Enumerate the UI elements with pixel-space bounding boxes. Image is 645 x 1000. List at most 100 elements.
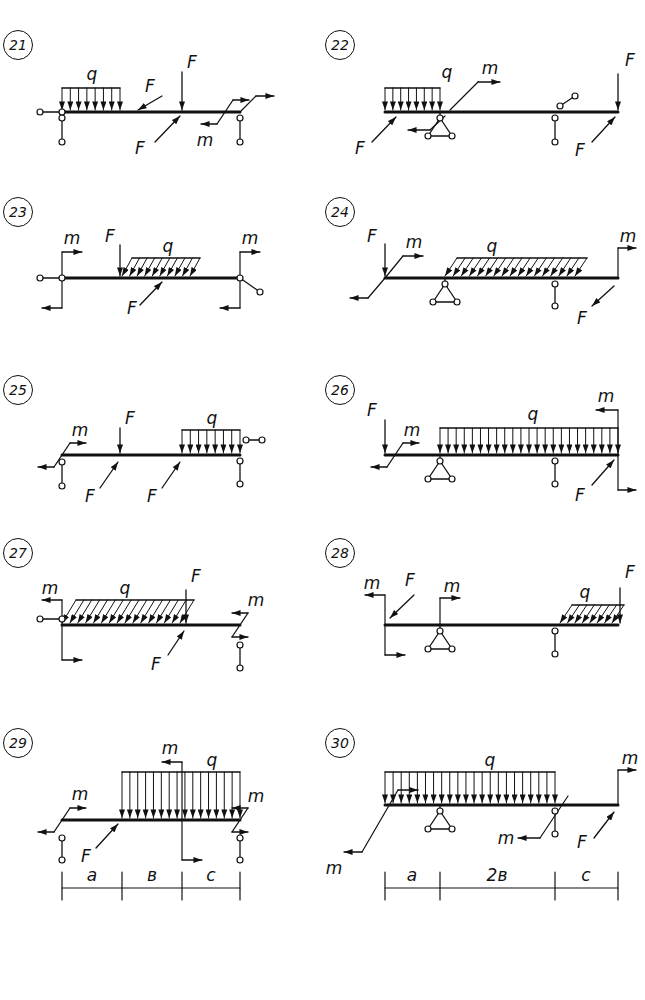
- moment-arrow: [403, 442, 419, 443]
- force-arrow: [155, 116, 180, 142]
- load-arrow: [232, 772, 233, 818]
- load-arrow: [156, 600, 170, 623]
- load-arrow: [62, 88, 63, 110]
- load-label: q: [579, 584, 592, 601]
- hinge-circle: [552, 831, 558, 837]
- hinge-circle: [437, 628, 443, 634]
- hinge-circle: [425, 646, 431, 652]
- load-label: m: [325, 860, 344, 877]
- load-arrow: [440, 88, 441, 110]
- hinge-circle: [430, 299, 436, 305]
- load-label: q: [484, 752, 497, 769]
- moment-arrow: [232, 831, 248, 832]
- load-label: F: [146, 488, 158, 505]
- leader-line: [181, 872, 182, 900]
- hinge-circle: [572, 93, 578, 99]
- load-label: F: [624, 52, 636, 69]
- load-arrow: [601, 428, 602, 453]
- load-arrow: [184, 772, 185, 818]
- load-arrow: [408, 88, 409, 110]
- force-arrow: [478, 81, 500, 82]
- load-label: F: [354, 140, 366, 157]
- force-arrow: [592, 117, 615, 142]
- beam-line: [385, 111, 618, 114]
- load-arrow: [480, 428, 481, 453]
- moment-line: [217, 100, 233, 124]
- leader-line: [385, 887, 618, 888]
- load-arrow: [425, 772, 426, 803]
- load-label: F: [576, 310, 588, 327]
- load-arrow: [93, 600, 107, 623]
- force-arrow: [592, 286, 614, 306]
- hinge-circle: [237, 481, 243, 487]
- load-arrow: [409, 772, 410, 803]
- variant-circle: 24: [325, 197, 355, 227]
- load-label: F: [186, 54, 198, 71]
- beam-line: [62, 277, 240, 280]
- dimension-label: 2в: [486, 867, 509, 884]
- force-arrow: [162, 462, 180, 488]
- load-arrow: [449, 772, 450, 803]
- leader-line: [617, 770, 618, 805]
- load-label: m: [196, 132, 215, 149]
- beam-line: [385, 624, 618, 627]
- load-arrow: [520, 428, 521, 453]
- beam-line: [385, 277, 618, 280]
- force-arrow: [168, 631, 184, 655]
- leader-line: [121, 872, 122, 900]
- beam-line: [62, 454, 240, 457]
- load-arrow: [474, 772, 475, 803]
- load-line: [122, 771, 240, 772]
- leader-line: [239, 872, 240, 900]
- load-arrow: [582, 605, 594, 623]
- load-arrow: [472, 428, 473, 453]
- load-arrow: [456, 428, 457, 453]
- load-arrow: [206, 430, 207, 453]
- variant-circle: 21: [3, 30, 33, 60]
- load-label: F: [150, 656, 162, 673]
- load-label: m: [403, 422, 422, 439]
- leader-line: [61, 872, 62, 900]
- load-arrow: [537, 428, 538, 453]
- hinge-circle: [552, 481, 558, 487]
- hinge-circle: [425, 826, 431, 832]
- leader-line: [181, 762, 182, 860]
- leader-line: [439, 872, 440, 900]
- load-label: F: [84, 488, 96, 505]
- load-label: q: [86, 66, 99, 83]
- load-label: m: [443, 578, 462, 595]
- hinge-circle: [59, 115, 65, 121]
- load-arrow: [590, 605, 602, 623]
- load-label: m: [497, 830, 516, 847]
- leader-line: [385, 256, 403, 278]
- force-arrow: [617, 74, 618, 110]
- force-arrow: [62, 659, 82, 660]
- variant-number: 25: [9, 383, 27, 397]
- load-arrow: [482, 772, 483, 803]
- leader-line: [540, 796, 568, 838]
- moment-line: [54, 808, 70, 832]
- moment-line: [387, 443, 403, 467]
- load-arrow: [172, 600, 186, 623]
- force-arrow: [350, 297, 368, 298]
- load-arrow: [605, 605, 617, 623]
- leader-line: [554, 872, 555, 900]
- variant-circle: 30: [325, 728, 355, 758]
- load-arrow: [567, 605, 579, 623]
- force-arrow: [96, 824, 118, 848]
- load-arrow: [70, 88, 71, 110]
- load-label: m: [247, 788, 266, 805]
- moment-arrow: [38, 466, 54, 467]
- load-label: F: [144, 78, 156, 95]
- load-arrow: [514, 772, 515, 803]
- variant-number: 27: [9, 546, 27, 560]
- load-arrow: [78, 88, 79, 110]
- moment-arrow: [233, 99, 249, 100]
- load-label: F: [126, 300, 138, 317]
- variant-circle: 27: [3, 538, 33, 568]
- load-arrow: [101, 600, 115, 623]
- load-arrow: [177, 772, 178, 818]
- leader-line: [617, 410, 618, 455]
- force-arrow: [42, 599, 62, 600]
- hinge-circle: [437, 458, 443, 464]
